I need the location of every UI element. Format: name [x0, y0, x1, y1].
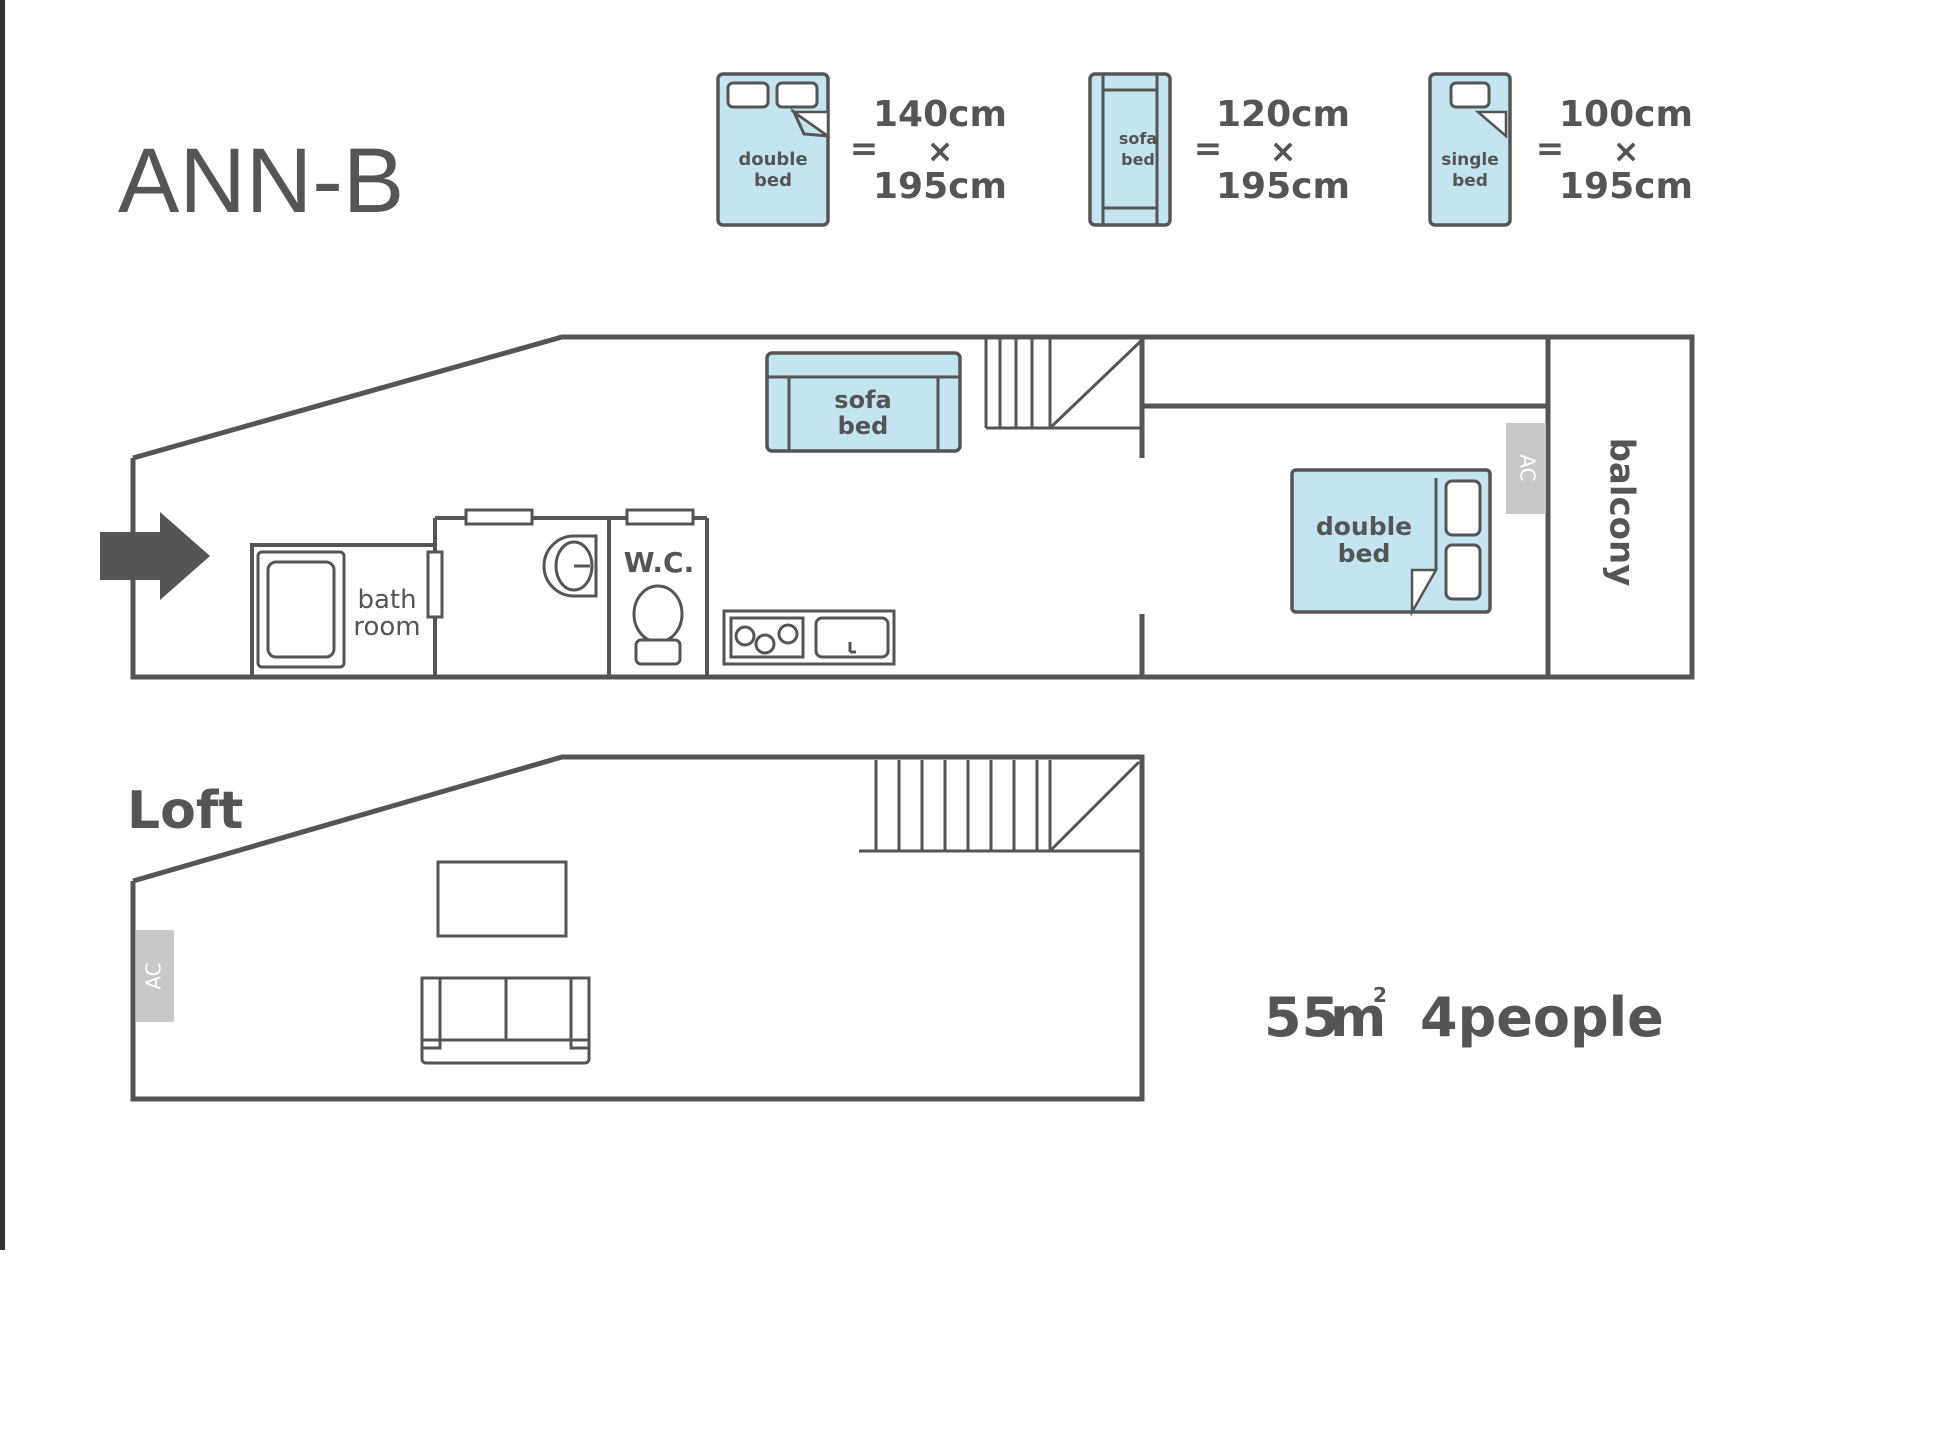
- double-bed-label-1: double: [1316, 512, 1412, 541]
- legend-sofa-bed-label-2: bed: [1121, 150, 1155, 169]
- loft-title: Loft: [127, 781, 243, 841]
- capacity: 4people: [1420, 986, 1664, 1049]
- legend-double-times: ×: [927, 132, 954, 170]
- area-unit: m: [1330, 986, 1386, 1049]
- legend-double-bed: double bed: [716, 72, 830, 227]
- loft-floor: Loft AC: [127, 754, 1145, 1102]
- legend-single-length: 195cm: [1559, 166, 1693, 207]
- bathroom: bath room W.C.: [250, 508, 709, 677]
- left-edge: [0, 0, 5, 1250]
- legend-single-equals: =: [1536, 129, 1565, 169]
- loft-ac-unit: AC: [136, 930, 174, 1022]
- entrance-arrow-icon: [100, 512, 210, 600]
- main-ac-unit: AC: [1506, 423, 1546, 514]
- legend-double-bed-label-1: double: [738, 149, 807, 170]
- legend-double-width: 140cm: [873, 94, 1007, 135]
- summary: 55 m 2 4people: [1264, 983, 1664, 1049]
- sofa-bed-label-2: bed: [838, 412, 889, 440]
- balcony-label: balcony: [1602, 438, 1642, 587]
- bathroom-label-1: bath: [357, 585, 416, 615]
- legend-sofa-width: 120cm: [1216, 94, 1350, 135]
- legend-single-bed: single bed: [1428, 72, 1512, 227]
- legend-sofa-bed-label-1: sofa: [1119, 129, 1157, 148]
- sofa-bed-label-1: sofa: [834, 386, 891, 414]
- loft-stairs: [859, 760, 1142, 853]
- kitchen: [722, 609, 896, 666]
- wc-label: W.C.: [624, 546, 694, 579]
- loft-ac-label: AC: [142, 962, 166, 989]
- page-title: ANN-B: [118, 130, 404, 232]
- bathroom-label-2: room: [353, 612, 420, 642]
- double-bed: double bed: [1290, 468, 1492, 617]
- legend-double-bed-label-2: bed: [754, 170, 792, 191]
- legend-sofa-equals: =: [1194, 129, 1223, 169]
- main-ac-label: AC: [1516, 454, 1540, 481]
- legend-sofa-times: ×: [1270, 132, 1297, 170]
- legend-single-times: ×: [1613, 132, 1640, 170]
- area-value: 55: [1264, 986, 1339, 1049]
- legend-double-equals: =: [850, 129, 879, 169]
- area-superscript: 2: [1373, 983, 1387, 1007]
- main-floor: bath room W.C. sofa bed: [100, 334, 1695, 680]
- legend-single-width: 100cm: [1559, 94, 1693, 135]
- sofa-bed: sofa bed: [765, 351, 962, 453]
- legend-double-length: 195cm: [873, 166, 1007, 207]
- loft-table: [436, 860, 568, 938]
- legend-single-bed-label-1: single: [1441, 150, 1499, 170]
- legend-sofa-length: 195cm: [1216, 166, 1350, 207]
- legend-single-bed-label-2: bed: [1452, 171, 1488, 191]
- loft-sofa: [420, 976, 591, 1065]
- legend-sofa-bed: sofa bed: [1088, 72, 1172, 227]
- double-bed-label-2: bed: [1338, 539, 1391, 568]
- main-stairs: [984, 337, 1144, 430]
